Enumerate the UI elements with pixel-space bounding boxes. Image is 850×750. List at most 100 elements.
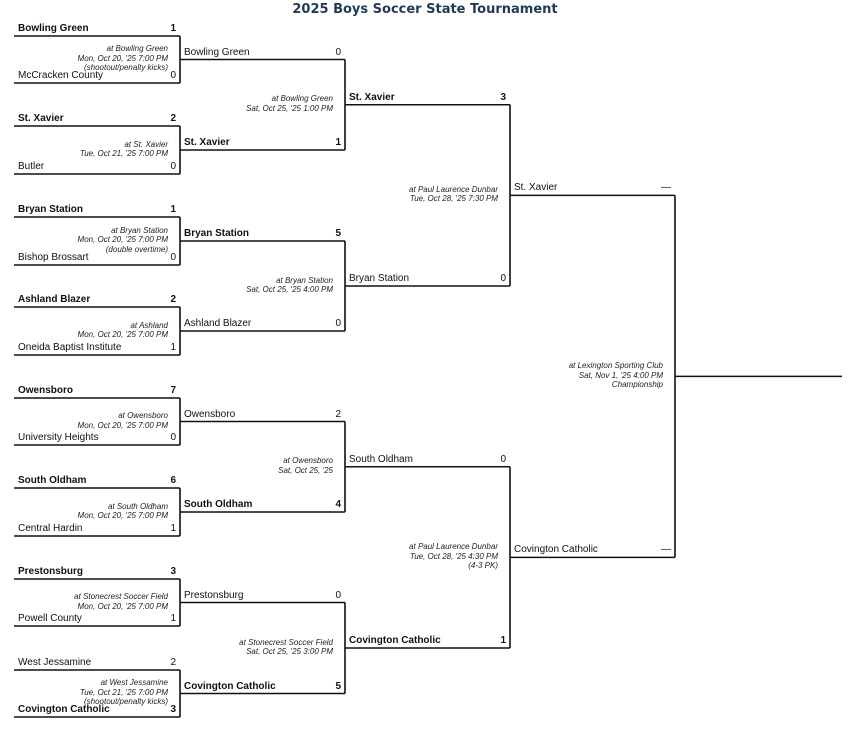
game-info-line: at South Oldham xyxy=(107,501,168,511)
game-info-line: Tue, Oct 28, '25 7:30 PM xyxy=(409,194,498,204)
team-score: 5 xyxy=(335,228,341,239)
game-info-line: at West Jessamine xyxy=(100,678,168,688)
team-score: — xyxy=(661,182,671,194)
team-name: Owensboro xyxy=(184,408,236,420)
game-info-line: Mon, Oct 20, '25 7:00 PM xyxy=(77,420,168,430)
team-name: Ashland Blazer xyxy=(18,294,91,305)
team-score: 0 xyxy=(170,432,176,443)
team-score: — xyxy=(661,544,671,556)
team-score: 5 xyxy=(335,680,341,692)
team-name: St. Xavier xyxy=(184,137,230,148)
game-info-line: Mon, Oct 20, '25 7:00 PM xyxy=(77,235,168,245)
game-info-line: at Owensboro xyxy=(118,411,168,420)
team-score: 1 xyxy=(170,23,176,34)
game-info-line: (shootout/penalty kicks) xyxy=(83,697,168,707)
team-name: Oneida Baptist Institute xyxy=(18,342,122,353)
team-name: Central Hardin xyxy=(18,523,83,534)
game-info-line: at Bowling Green xyxy=(271,94,333,104)
game-info-line: Mon, Oct 20, '25 7:00 PM xyxy=(77,53,168,63)
team-score: 0 xyxy=(500,453,506,465)
game-info-line: Sat, Oct 25, '25 3:00 PM xyxy=(246,647,333,656)
game-info-line: Mon, Oct 20, '25 7:00 PM xyxy=(77,511,168,520)
team-name: South Oldham xyxy=(349,453,413,465)
team-name: McCracken County xyxy=(18,70,104,81)
team-score: 1 xyxy=(170,613,176,624)
team-name: South Oldham xyxy=(18,475,87,486)
team-name: St. Xavier xyxy=(18,113,64,124)
team-score: 2 xyxy=(170,113,176,124)
team-score: 0 xyxy=(335,46,341,58)
game-info-line: Mon, Oct 20, '25 7:00 PM xyxy=(77,330,168,339)
team-name: West Jessamine xyxy=(18,657,92,668)
team-score: 0 xyxy=(500,273,506,284)
game-info-line: Sat, Oct 25, '25 xyxy=(278,465,333,475)
game-info-line: at Owensboro xyxy=(283,456,333,466)
team-name: Ashland Blazer xyxy=(184,318,252,329)
game-info-line: at Bowling Green xyxy=(106,44,168,54)
game-info-line: at St. Xavier xyxy=(124,139,168,149)
game-info-line: at Stonecrest Soccer Field xyxy=(239,637,333,647)
team-score: 3 xyxy=(170,566,176,577)
game-info-line: at Bryan Station xyxy=(276,275,333,285)
team-name: Prestonsburg xyxy=(18,566,84,577)
team-name: Bryan Station xyxy=(349,273,410,284)
game-info-line: Mon, Oct 20, '25 7:00 PM xyxy=(77,601,168,611)
team-score: 1 xyxy=(500,635,506,646)
team-name: Covington Catholic xyxy=(184,680,276,692)
team-score: 3 xyxy=(500,91,506,103)
team-name: Covington Catholic xyxy=(514,544,598,556)
team-score: 0 xyxy=(335,318,341,329)
game-info-line: Sat, Oct 25, '25 4:00 PM xyxy=(246,285,333,294)
team-score: 2 xyxy=(335,408,341,420)
team-score: 4 xyxy=(335,499,341,510)
team-name: Covington Catholic xyxy=(349,635,441,646)
team-score: 2 xyxy=(170,294,176,305)
game-info-line: at Paul Laurence Dunbar xyxy=(409,542,498,552)
team-name: St. Xavier xyxy=(349,91,395,103)
team-name: Owensboro xyxy=(18,385,74,396)
game-info-line: (4-3 PK) xyxy=(468,561,498,571)
game-info-line: at Stonecrest Soccer Field xyxy=(74,592,168,601)
team-score: 0 xyxy=(335,589,341,601)
team-score: 1 xyxy=(170,204,176,215)
game-info-line: at Ashland xyxy=(130,320,168,330)
team-score: 0 xyxy=(170,70,176,81)
team-score: 1 xyxy=(170,342,176,353)
game-info-line: Tue, Oct 21, '25 7:00 PM xyxy=(79,687,168,697)
team-name: Bryan Station xyxy=(184,228,250,239)
team-name: University Heights xyxy=(18,432,99,443)
team-score: 2 xyxy=(170,657,176,668)
game-info-line: Sat, Nov 1, '25 4:00 PM xyxy=(578,370,663,380)
game-info-line: Championship xyxy=(611,380,663,390)
team-name: Bowling Green xyxy=(18,23,89,34)
team-score: 0 xyxy=(170,252,176,263)
team-score: 1 xyxy=(335,137,341,148)
team-name: Covington Catholic xyxy=(18,704,110,715)
team-name: Bowling Green xyxy=(184,46,250,58)
team-score: 0 xyxy=(170,161,176,172)
game-info-line: Tue, Oct 21, '25 7:00 PM xyxy=(79,149,168,158)
game-info-line: at Lexington Sporting Club xyxy=(568,361,663,371)
team-name: Bryan Station xyxy=(18,204,84,215)
team-name: Prestonsburg xyxy=(184,589,244,601)
game-info-line: (shootout/penalty kicks) xyxy=(83,63,168,73)
team-name: South Oldham xyxy=(184,499,253,510)
game-info-line: at Bryan Station xyxy=(111,225,168,235)
team-name: Powell County xyxy=(18,613,82,624)
